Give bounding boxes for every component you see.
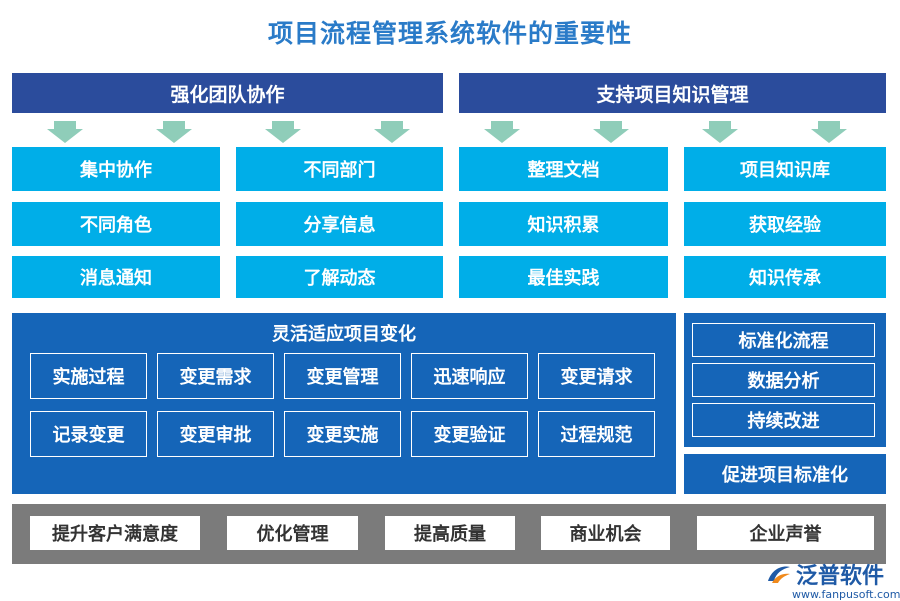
logo-name: 泛普软件	[796, 564, 885, 589]
item-different-departments: 不同部门	[236, 147, 443, 191]
item-implementation-process: 实施过程	[30, 353, 147, 399]
item-change-management: 变更管理	[284, 353, 401, 399]
brand-logo: 泛普软件 www.fanpusoft.com	[766, 558, 900, 601]
item-optimize-management: 优化管理	[227, 516, 358, 550]
item-customer-satisfaction: 提升客户满意度	[30, 516, 200, 550]
item-knowledge-base: 项目知识库	[684, 147, 886, 191]
down-arrow-icon	[811, 121, 847, 143]
down-arrow-icon	[702, 121, 738, 143]
panel-adapt-changes	[12, 313, 676, 494]
item-corporate-reputation: 企业声誉	[697, 516, 874, 550]
item-quick-response: 迅速响应	[411, 353, 528, 399]
item-change-request: 变更请求	[538, 353, 655, 399]
panel-adapt-changes-title: 灵活适应项目变化	[272, 324, 416, 345]
promote-standardization-label: 促进项目标准化	[684, 454, 886, 494]
logo-url: www.fanpusoft.com	[792, 588, 900, 601]
item-data-analysis: 数据分析	[692, 363, 875, 397]
item-process-standard: 过程规范	[538, 411, 655, 457]
down-arrow-icon	[265, 121, 301, 143]
panel-standardization	[684, 313, 886, 447]
item-organize-documents: 整理文档	[459, 147, 668, 191]
item-best-practice: 最佳实践	[459, 256, 668, 298]
item-improve-quality: 提高质量	[385, 516, 515, 550]
item-record-changes: 记录变更	[30, 411, 147, 457]
item-standard-process: 标准化流程	[692, 323, 875, 357]
item-centralized-collaboration: 集中协作	[12, 147, 220, 191]
item-message-notification: 消息通知	[12, 256, 220, 298]
item-change-requirements: 变更需求	[157, 353, 274, 399]
item-different-roles: 不同角色	[12, 202, 220, 246]
item-continuous-improvement: 持续改进	[692, 403, 875, 437]
down-arrow-icon	[484, 121, 520, 143]
item-understand-dynamics: 了解动态	[236, 256, 443, 298]
item-share-information: 分享信息	[236, 202, 443, 246]
page-title: 项目流程管理系统软件的重要性	[267, 19, 632, 48]
item-change-approval: 变更审批	[157, 411, 274, 457]
item-change-verification: 变更验证	[411, 411, 528, 457]
item-knowledge-inheritance: 知识传承	[684, 256, 886, 298]
fanpu-logo-icon	[768, 566, 790, 583]
header-knowledge-management: 支持项目知识管理	[459, 73, 886, 113]
down-arrow-icon	[47, 121, 83, 143]
down-arrow-icon	[593, 121, 629, 143]
item-business-opportunity: 商业机会	[541, 516, 670, 550]
down-arrow-icon	[156, 121, 192, 143]
item-gain-experience: 获取经验	[684, 202, 886, 246]
header-team-collaboration: 强化团队协作	[12, 73, 443, 113]
item-knowledge-accumulation: 知识积累	[459, 202, 668, 246]
item-change-implementation: 变更实施	[284, 411, 401, 457]
down-arrow-icon	[374, 121, 410, 143]
